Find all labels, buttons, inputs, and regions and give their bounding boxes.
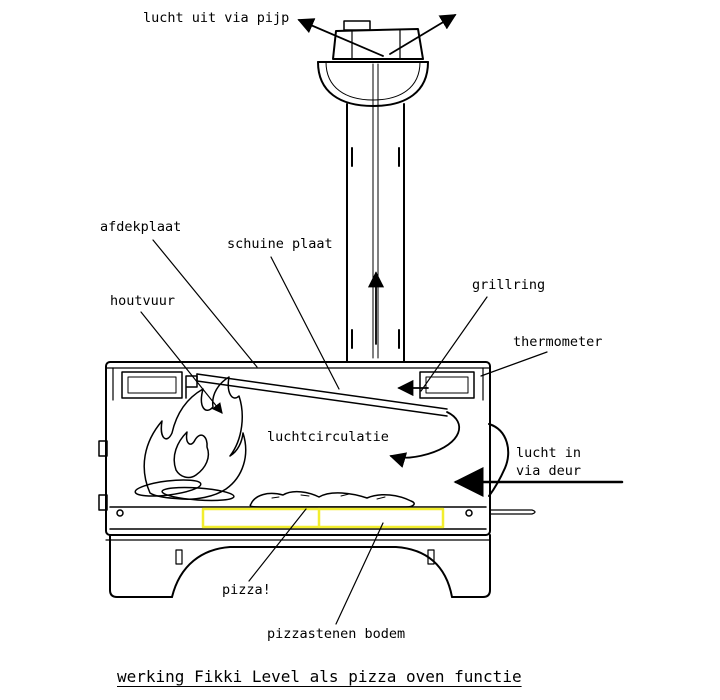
flame-outer [143,376,247,500]
label-lucht-uit-via-pijp: lucht uit via pijp [143,10,290,26]
slanted-plate [196,373,448,417]
slanted-plate-bottom [196,380,448,417]
pizza-drawing [249,490,415,508]
stove-body [98,361,491,541]
pizza-stone-outline [201,507,445,529]
label-afdekplaat: afdekplaat [100,219,182,235]
label-thermometer: thermometer [513,334,603,350]
exhaust-arrow-right [389,14,457,55]
left-vent-window-inner [127,376,177,394]
bowl-inner [325,61,421,101]
leader-schuine-plaat [270,256,340,390]
pizza-topping-marks [271,493,386,500]
left-hinge-top [98,440,108,457]
floor-bolt-right [465,509,473,517]
legs [109,534,491,598]
leg-slot-left [175,549,183,565]
left-vent-window [121,371,183,399]
leader-grillring [420,296,488,392]
label-luchtcirculatie: luchtcirculatie [267,429,389,445]
leader-lines [140,239,548,625]
label-schuine-plaat: schuine plaat [227,236,333,252]
slanted-plate-top [196,373,448,410]
wood-fire [134,376,247,502]
label-houtvuur: houtvuur [110,293,176,309]
left-leg [109,534,173,598]
bowl-body [317,61,429,107]
body-outline [105,361,491,536]
latch-bar [489,509,536,515]
door-hardware [488,423,536,515]
leader-pizzastenen-bodem [335,522,384,625]
cap-lid [332,28,424,60]
label-lucht-in-line1: lucht in [516,445,582,461]
floor-bolt-left [116,509,124,517]
leader-thermometer [480,351,548,377]
pizza-outline [249,490,415,508]
leg-slot-right [427,549,435,565]
left-hinge-bottom [98,494,108,511]
log-2 [161,486,235,502]
thermometer-window-inner [425,376,469,394]
label-pizzastenen-bodem: pizzastenen bodem [267,626,406,642]
diagram-title: werking Fikki Level als pizza oven funct… [117,667,522,686]
leg-arch [171,546,453,598]
leader-afdekplaat [152,239,258,368]
leader-pizza [248,508,307,582]
door-handle [488,423,510,497]
cap-handle [343,20,371,31]
exhaust-arrows [297,14,457,57]
thermometer-window [419,371,475,399]
right-leg [451,534,491,598]
exhaust-arrow-left [297,18,384,57]
label-lucht-in-line2: via deur [516,463,582,479]
pizza-stone [201,507,445,529]
chimney-pipe [346,63,405,363]
leader-houtvuur [140,311,223,414]
air-swirl-arrow [389,411,461,468]
flame-inner [173,431,210,479]
label-grillring: grillring [472,277,546,293]
label-pizza: pizza! [222,582,271,598]
chimney-cap [317,20,429,107]
